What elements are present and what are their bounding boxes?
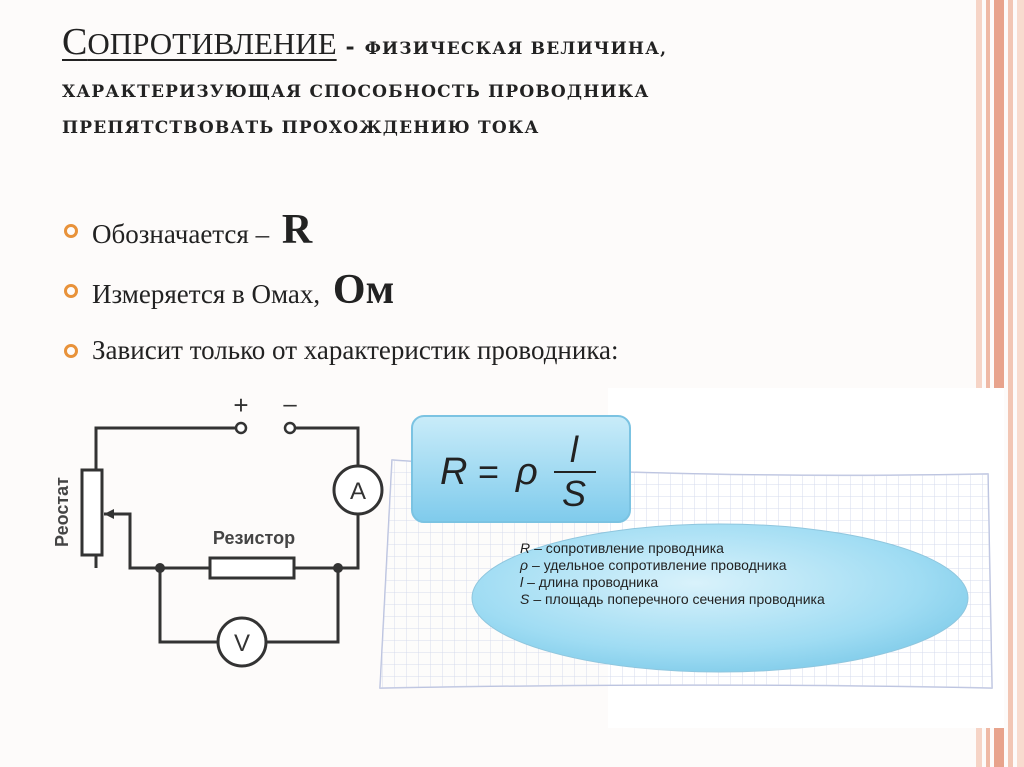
legend-item: l– длина проводника <box>520 574 658 590</box>
bullet-text: Обозначается – <box>92 219 276 249</box>
decorative-stripes <box>974 0 1024 767</box>
wire-top-right <box>294 426 360 466</box>
formula-eq: = <box>478 451 499 492</box>
bullet-dot-icon <box>64 344 78 358</box>
circuit-diagram: + – A V Резистор Реостат <box>52 390 384 668</box>
bullet-item: Измеряется в Омах, Ом <box>62 260 942 320</box>
title-term: СОПРОТИВЛЕНИЕ <box>62 21 337 63</box>
formula-box <box>411 415 631 523</box>
bullet-dot-icon <box>64 224 78 238</box>
wire-top-left <box>94 426 236 515</box>
terminal-plus <box>234 421 248 435</box>
wire-right <box>338 514 360 570</box>
bullet-item: Зависит только от характеристик проводни… <box>62 320 942 380</box>
title-line2: ХАРАКТЕРИЗУЮЩАЯ СПОСОБНОСТЬ ПРОВОДНИКА <box>62 82 650 102</box>
slide-title: СОПРОТИВЛЕНИЕ - ФИЗИЧЕСКАЯ ВЕЛИЧИНА, ХАР… <box>62 22 962 148</box>
terminal-minus <box>283 421 297 435</box>
plus-label: + <box>233 390 248 420</box>
legend-ellipse <box>471 523 969 673</box>
ammeter-label: A <box>350 478 366 505</box>
legend-item: ρ– удельное сопротивление проводника <box>519 557 787 573</box>
rheostat-label: Реостат <box>52 477 72 547</box>
junction-dot <box>155 563 165 573</box>
bullet-emphasis: Ом <box>332 267 395 313</box>
resistor-label: Резистор <box>213 528 295 548</box>
bullet-item: Обозначается – R <box>62 200 942 260</box>
bullet-list: Обозначается – R Измеряется в Омах, Ом З… <box>62 200 942 380</box>
ammeter <box>332 464 384 516</box>
bullet-dot-icon <box>64 284 78 298</box>
formula-num: l <box>570 429 579 470</box>
voltmeter-label: V <box>234 630 250 657</box>
formula-lhs: R <box>440 451 467 493</box>
formula-panel: R = ρ l S R– сопротивление проводника ρ–… <box>379 388 1004 728</box>
formula-den: S <box>562 473 586 514</box>
formula-rho: ρ <box>515 451 538 493</box>
minus-label: – <box>283 391 297 418</box>
voltmeter <box>216 616 268 668</box>
resistor <box>208 556 296 580</box>
legend-item: S– площадь поперечного сечения проводник… <box>520 591 825 607</box>
bullet-emphasis: R <box>281 207 313 253</box>
bullet-text: Измеряется в Омах, <box>92 279 327 309</box>
rheostat <box>80 468 104 557</box>
junction-dot <box>333 563 343 573</box>
legend-item: R– сопротивление проводника <box>520 540 724 556</box>
bullet-text: Зависит только от характеристик проводни… <box>92 335 619 365</box>
title-line1: ФИЗИЧЕСКАЯ ВЕЛИЧИНА, <box>364 39 668 59</box>
rheostat-arrow-icon <box>104 509 114 519</box>
title-line3: ПРЕПЯТСТВОВАТЬ ПРОХОЖДЕНИЮ ТОКА <box>62 118 540 138</box>
title-dash: - <box>336 34 365 60</box>
